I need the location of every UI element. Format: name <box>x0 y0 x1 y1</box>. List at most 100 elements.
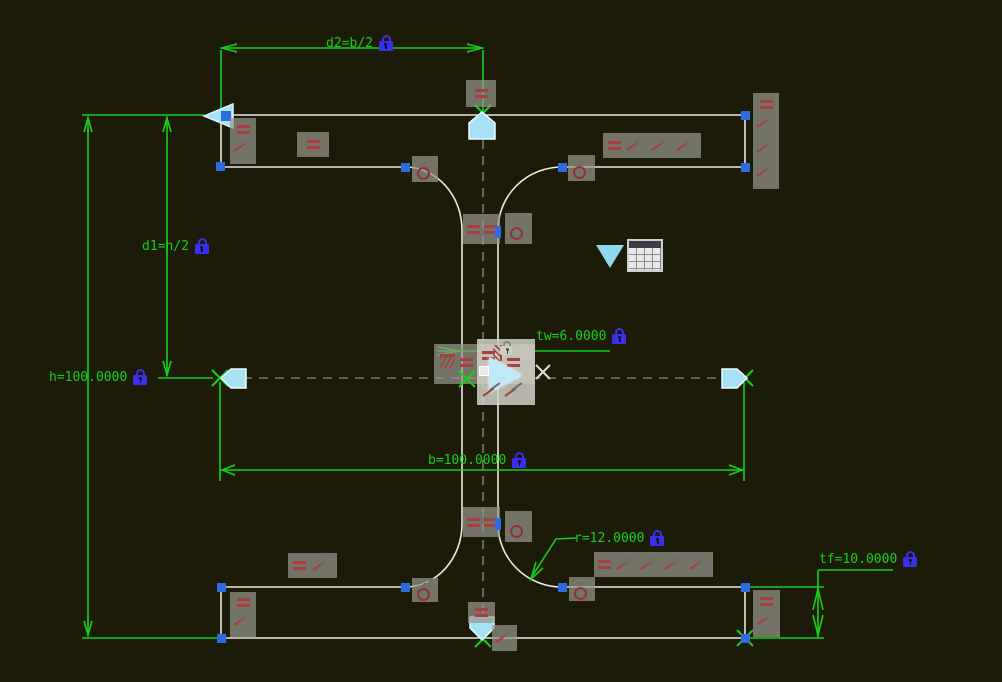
coincident-constraint-icon[interactable] <box>482 382 502 402</box>
constraint-bar-right-edge[interactable] <box>753 93 779 189</box>
coincident-constraint-icon[interactable] <box>757 610 777 630</box>
constraint-box-top-flange[interactable] <box>297 132 329 157</box>
coincident-constraint-icon[interactable] <box>616 555 636 575</box>
dimension-label-d2[interactable]: d2=b/2 <box>326 35 393 51</box>
equal-constraint-icon[interactable] <box>598 560 612 569</box>
coincident-constraint-icon[interactable] <box>689 555 709 575</box>
dimension-d1[interactable] <box>158 115 213 379</box>
constraint-box-top-center[interactable] <box>466 80 496 107</box>
dimension-h[interactable] <box>82 114 217 639</box>
web-vertex-handle[interactable] <box>495 518 501 530</box>
vertex-point[interactable] <box>741 111 750 120</box>
constraint-box-bottom-center[interactable] <box>468 602 495 623</box>
dimension-r-leader[interactable] <box>530 537 577 579</box>
lock-icon[interactable] <box>378 35 393 51</box>
equal-constraint-icon[interactable] <box>482 351 495 360</box>
constraint-box-tangent-top-right[interactable] <box>568 155 595 181</box>
coincident-constraint-icon[interactable] <box>504 382 524 402</box>
constraint-box-bottom-flange-left[interactable] <box>288 553 337 578</box>
pentagon-marker-left[interactable] <box>219 368 247 389</box>
vertex-point[interactable] <box>741 163 750 172</box>
constraint-bar-bottom-right[interactable] <box>594 552 713 577</box>
coincident-constraint-icon[interactable] <box>640 555 660 575</box>
double-equal-constraint-icon[interactable] <box>466 517 497 527</box>
constraint-box-bottom-right-edge[interactable] <box>753 590 780 637</box>
vertex-point[interactable] <box>221 111 231 121</box>
equal-constraint-icon[interactable] <box>460 358 473 367</box>
constraint-box-web-bottom[interactable] <box>463 507 500 537</box>
dimension-label-d1[interactable]: d1=h/2 <box>142 238 209 254</box>
equal-constraint-icon[interactable] <box>293 561 307 570</box>
tangent-constraint-icon[interactable] <box>572 578 593 600</box>
dimension-b[interactable] <box>219 382 745 481</box>
constraint-box-tangent-web-bottom[interactable] <box>505 511 532 542</box>
coincident-constraint-icon[interactable] <box>676 136 696 156</box>
coincident-constraint-icon[interactable] <box>756 113 776 133</box>
lock-icon[interactable] <box>512 452 527 468</box>
dimension-label-r[interactable]: r=12.0000 <box>574 530 665 546</box>
left-arrow-marker[interactable] <box>202 102 234 130</box>
web-vertex-handle[interactable] <box>495 226 501 238</box>
constraint-cluster-center-front[interactable] <box>477 339 535 405</box>
tangent-constraint-icon[interactable] <box>508 516 529 538</box>
constraint-box-tangent-bottom-left[interactable] <box>412 578 438 602</box>
coincident-constraint-icon[interactable] <box>312 556 332 576</box>
coincident-constraint-icon[interactable] <box>756 138 776 158</box>
constraint-box-tangent-web-top[interactable] <box>505 213 532 244</box>
small-lock-icon[interactable] <box>500 341 512 355</box>
point-marker-center-left[interactable] <box>456 368 478 390</box>
vertex-point[interactable] <box>216 162 225 171</box>
coincident-constraint-icon[interactable] <box>626 136 646 156</box>
dimension-d2[interactable] <box>218 43 486 112</box>
equal-constraint-icon[interactable] <box>608 141 621 150</box>
coincident-constraint-icon[interactable] <box>233 137 253 157</box>
dimension-label-tw[interactable]: tw=6.0000 <box>536 328 627 344</box>
pentagon-marker-right[interactable] <box>721 368 749 389</box>
constraint-box-tangent-bottom-right[interactable] <box>569 577 595 601</box>
equal-constraint-icon[interactable] <box>475 608 488 617</box>
constraint-box-bottom-left-edge[interactable] <box>230 592 256 637</box>
constraint-box-tangent-top-left[interactable] <box>412 156 438 182</box>
dimension-tf-lines[interactable] <box>749 569 893 639</box>
lock-icon[interactable] <box>650 530 665 546</box>
vertex-point[interactable] <box>217 634 226 643</box>
vertex-point[interactable] <box>401 163 410 172</box>
lock-icon[interactable] <box>612 328 627 344</box>
point-marker-white[interactable] <box>535 364 551 380</box>
lock-icon[interactable] <box>133 369 148 385</box>
vertex-point[interactable] <box>217 583 226 592</box>
dimension-tf[interactable] <box>749 569 893 639</box>
lock-icon[interactable] <box>903 551 918 567</box>
tangent-constraint-icon[interactable] <box>508 218 529 240</box>
pentagon-marker-up[interactable] <box>468 111 496 140</box>
constraint-box-bottom-center-cross[interactable] <box>492 625 517 651</box>
origin-square-icon[interactable] <box>479 366 489 376</box>
vertex-point[interactable] <box>558 163 567 172</box>
coincident-constraint-icon[interactable] <box>664 555 684 575</box>
equal-constraint-icon[interactable] <box>474 89 488 98</box>
equal-constraint-icon[interactable] <box>306 140 320 149</box>
tangent-constraint-icon[interactable] <box>415 158 436 180</box>
equal-constraint-icon[interactable] <box>236 124 250 134</box>
dimension-d2-lines[interactable] <box>220 47 484 112</box>
dimension-b-lines[interactable] <box>219 382 745 481</box>
coincident-constraint-icon[interactable] <box>495 628 515 648</box>
lock-icon[interactable] <box>194 238 209 254</box>
dimension-h-lines[interactable] <box>82 114 217 639</box>
double-equal-constraint-icon[interactable] <box>466 224 497 234</box>
constraint-bar-top-right[interactable] <box>603 133 701 158</box>
dimension-label-tf[interactable]: tf=10.0000 <box>819 551 918 567</box>
dropdown-triangle-icon[interactable] <box>596 245 624 268</box>
dimension-d1-lines[interactable] <box>158 117 213 379</box>
dimension-label-h[interactable]: h=100.0000 <box>49 369 148 385</box>
equal-constraint-icon[interactable] <box>236 598 250 608</box>
spreadsheet-table-icon[interactable] <box>627 239 663 272</box>
tangent-constraint-icon[interactable] <box>415 579 436 601</box>
vertex-point[interactable] <box>401 583 410 592</box>
equal-constraint-icon[interactable] <box>759 100 773 110</box>
equal-constraint-icon[interactable] <box>760 597 773 606</box>
coincident-constraint-icon[interactable] <box>233 611 253 631</box>
dimension-r[interactable] <box>529 537 577 582</box>
coincident-constraint-icon[interactable] <box>651 136 671 156</box>
constraint-box-top-left-edge[interactable] <box>230 118 256 164</box>
